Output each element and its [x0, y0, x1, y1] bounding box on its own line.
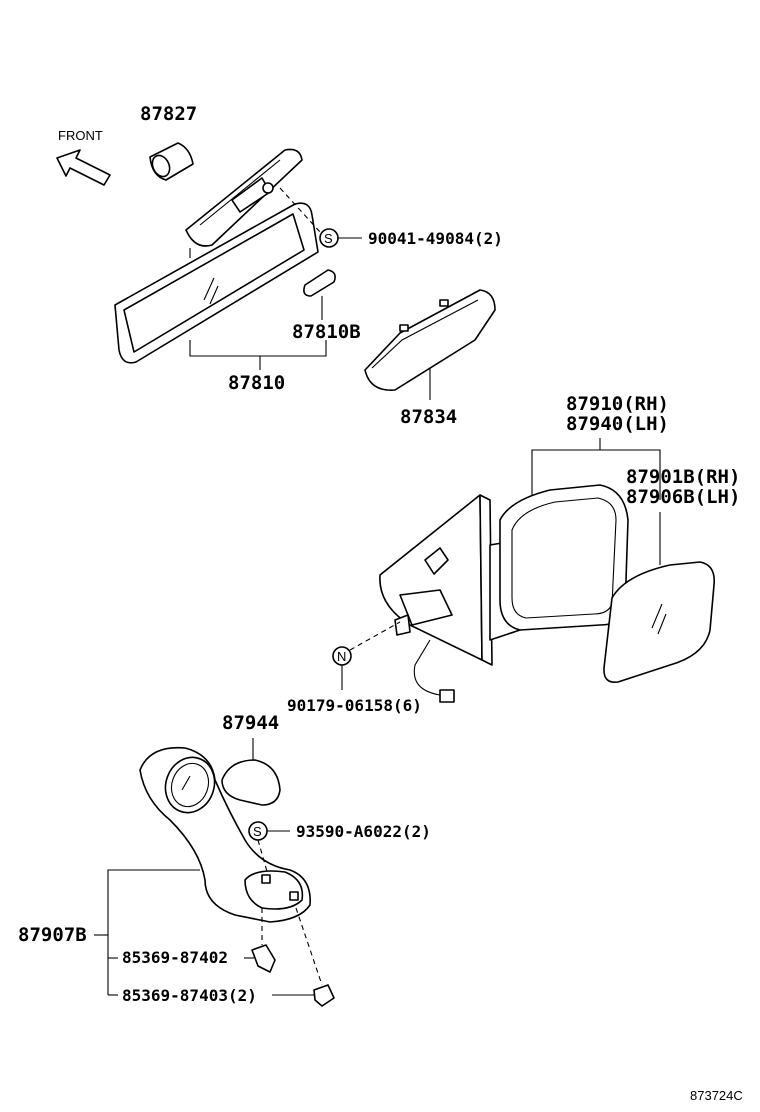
- part-87810-inner-mirror: [114, 148, 319, 364]
- dash-93590: [257, 839, 269, 876]
- label-87901B: 87901B(RH): [626, 466, 740, 488]
- front-arrow-icon: [56, 149, 111, 186]
- front-label: FRONT: [58, 128, 103, 143]
- label-87910: 87910(RH): [566, 393, 669, 415]
- screw-symbol-text-2: S: [253, 824, 262, 839]
- label-93590: 93590-A6022(2): [296, 822, 431, 841]
- label-85369-87402: 85369-87402: [122, 948, 228, 967]
- label-87827: 87827: [140, 103, 197, 125]
- part-87827-plug: [149, 142, 194, 181]
- nut-symbol-text: N: [337, 649, 346, 664]
- part-85369-87403-clip: [313, 984, 335, 1007]
- part-87810B-bulb: [303, 269, 336, 297]
- label-87944: 87944: [222, 712, 279, 734]
- label-87906B: 87906B(LH): [626, 486, 740, 508]
- part-87901B-mirror-glass: [603, 561, 716, 684]
- label-90179: 90179-06158(6): [287, 696, 422, 715]
- dash-90179: [349, 621, 401, 651]
- part-87834-cover: [364, 289, 496, 391]
- part-87910-outer-mirror: [379, 484, 629, 703]
- label-90041: 90041-49084(2): [368, 229, 503, 248]
- label-87810: 87810: [228, 372, 285, 394]
- screw-symbol-icon: S: [248, 821, 268, 841]
- dash-90041: [279, 187, 321, 233]
- part-87907B-under-mirror: [139, 746, 311, 923]
- part-87944-convex-glass: [221, 759, 281, 806]
- leader-87810: [189, 340, 327, 357]
- screw-symbol-text: S: [324, 231, 333, 246]
- label-87834: 87834: [400, 406, 457, 428]
- leader-87907B-bracket: [107, 869, 200, 995]
- nut-symbol-icon: N: [332, 646, 352, 666]
- diagram-code: 873724C: [690, 1088, 743, 1103]
- dash-85369b: [295, 907, 323, 986]
- leader-87910: [531, 449, 661, 500]
- label-87940: 87940(LH): [566, 413, 669, 435]
- screw-symbol-icon: S: [319, 228, 339, 248]
- label-85369-87403: 85369-87403(2): [122, 986, 257, 1005]
- part-85369-87402-clip: [251, 944, 276, 973]
- label-87810B: 87810B: [292, 321, 361, 343]
- label-87907B: 87907B: [18, 924, 87, 946]
